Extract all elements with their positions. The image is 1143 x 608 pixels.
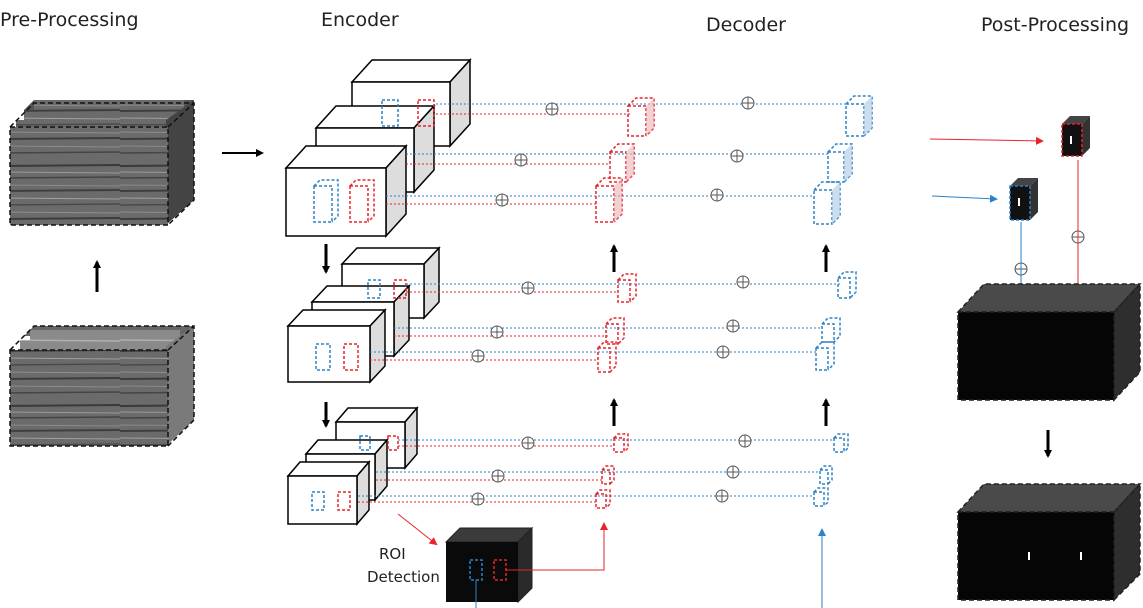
sum-nodes xyxy=(471,96,1085,506)
encoder-stage-2-features xyxy=(315,279,407,371)
encoder-stage-3 xyxy=(286,405,419,527)
skip-connections xyxy=(358,103,848,503)
encoder-stage-2 xyxy=(286,246,441,384)
decoder-blue-faces xyxy=(832,96,872,224)
preprocessed-volume xyxy=(9,100,195,226)
merged-output-volume xyxy=(956,282,1142,402)
roi-detection-box xyxy=(444,526,534,604)
roi-label-line1: ROI xyxy=(379,545,406,563)
decoder-red-faces xyxy=(614,98,654,222)
red-output-block xyxy=(1061,116,1090,157)
final-output-volume xyxy=(956,482,1142,602)
encoder-stage-1-features xyxy=(313,99,435,223)
blue-input-arrow xyxy=(931,194,998,203)
label-encoder: Encoder xyxy=(321,9,399,31)
label-pre-processing: Pre-Processing xyxy=(0,9,139,31)
arrow-encoder-to-roi xyxy=(397,513,438,546)
decoder-up-arrows xyxy=(610,244,830,426)
decoder-blue-features xyxy=(813,95,873,507)
arrow-roi-to-red-decoder xyxy=(506,522,608,571)
encoder-stage-1 xyxy=(284,58,472,238)
label-post-processing: Post-Processing xyxy=(981,14,1130,36)
encoder-stage-3-features xyxy=(311,435,399,511)
blue-output-block xyxy=(1009,178,1038,221)
decoder-red-features xyxy=(595,97,655,509)
roi-label-line2: Detection xyxy=(367,568,440,586)
label-decoder: Decoder xyxy=(706,14,786,36)
raw-volume xyxy=(9,325,195,447)
red-input-arrow xyxy=(929,136,1044,145)
